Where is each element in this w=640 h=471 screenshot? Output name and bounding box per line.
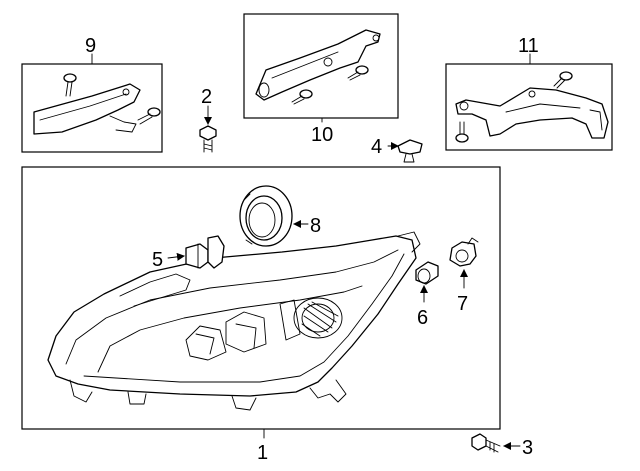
part-9-bracket[interactable] bbox=[33, 83, 141, 135]
part-4-clip[interactable] bbox=[397, 139, 423, 163]
part-11-bracket[interactable] bbox=[455, 87, 609, 139]
part-11-screw-b[interactable] bbox=[455, 121, 469, 143]
part-11-screw-a[interactable] bbox=[553, 71, 573, 89]
part-2-bolt[interactable] bbox=[199, 125, 217, 153]
leader-5 bbox=[167, 252, 185, 261]
callout-1: 1 bbox=[257, 442, 268, 464]
part-10-screw-b[interactable] bbox=[291, 89, 313, 105]
part-9-screw-b[interactable] bbox=[137, 107, 161, 125]
callout-11: 11 bbox=[518, 35, 539, 57]
callout-8: 8 bbox=[310, 215, 321, 237]
callout-3: 3 bbox=[522, 437, 533, 459]
part-5-bulb[interactable] bbox=[185, 235, 225, 269]
part-6-bulb[interactable] bbox=[415, 261, 439, 285]
callout-4: 4 bbox=[371, 136, 382, 158]
callout-2: 2 bbox=[201, 86, 212, 108]
part-10-screw-a[interactable] bbox=[347, 65, 369, 81]
callout-7: 7 bbox=[457, 293, 468, 315]
callout-6: 6 bbox=[417, 307, 428, 329]
callout-10: 10 bbox=[311, 124, 333, 146]
part-7-socket[interactable] bbox=[449, 237, 479, 267]
callout-9: 9 bbox=[85, 35, 96, 57]
part-10-bracket[interactable] bbox=[255, 29, 381, 101]
part-3-bolt[interactable] bbox=[471, 433, 501, 453]
callout-5: 5 bbox=[152, 249, 163, 271]
part-9-screw-a[interactable] bbox=[63, 73, 77, 97]
headlamp-assembly[interactable] bbox=[47, 231, 421, 411]
part-8-seal[interactable] bbox=[239, 185, 293, 247]
